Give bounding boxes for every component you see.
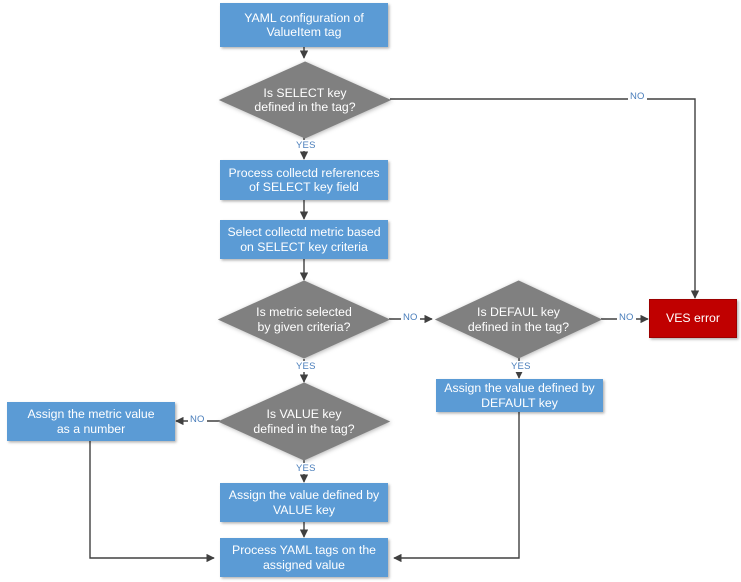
node-select-decision[interactable]: Is SELECT key defined in the tag? <box>218 61 392 139</box>
edge-assign-default-to-process-tags <box>393 411 520 563</box>
edge-select-no-to-ves <box>390 98 700 299</box>
node-ves-error-label: VES error <box>666 311 720 326</box>
node-metric-decision[interactable]: Is metric selected by given criteria? <box>217 280 391 359</box>
node-process-refs[interactable]: Process collectd references of SELECT ke… <box>220 160 388 200</box>
node-select-decision-label: Is SELECT key defined in the tag? <box>254 85 356 115</box>
node-assign-number[interactable]: Assign the metric value as a number <box>7 402 175 441</box>
node-assign-value[interactable]: Assign the value defined by VALUE key <box>220 483 388 522</box>
node-defaul-decision-label: Is DEFAUL key defined in the tag? <box>467 305 570 334</box>
node-value-decision-label: Is VALUE key defined in the tag? <box>253 407 355 436</box>
node-value-decision[interactable]: Is VALUE key defined in the tag? <box>217 382 391 461</box>
edge-label-value-yes: YES <box>294 463 318 474</box>
edge-label-defaul-yes: YES <box>509 361 533 372</box>
node-select-metric-label: Select collectd metric based on SELECT k… <box>227 225 381 254</box>
diamond-shape <box>218 61 392 139</box>
node-defaul-decision[interactable]: Is DEFAUL key defined in the tag? <box>434 280 603 359</box>
node-start-label: YAML configuration of ValueItem tag <box>244 10 364 40</box>
node-start[interactable]: YAML configuration of ValueItem tag <box>220 3 388 47</box>
edge-label-metric-no: NO <box>401 312 420 323</box>
node-select-metric[interactable]: Select collectd metric based on SELECT k… <box>220 220 388 259</box>
node-process-refs-label: Process collectd references of SELECT ke… <box>228 165 380 195</box>
node-process-tags[interactable]: Process YAML tags on the assigned value <box>220 538 388 577</box>
edge-label-select-no: NO <box>628 91 647 102</box>
node-process-tags-label: Process YAML tags on the assigned value <box>232 543 376 572</box>
node-assign-default[interactable]: Assign the value defined by DEFAULT key <box>436 379 603 412</box>
edge-label-defaul-no: NO <box>617 312 636 323</box>
node-assign-number-label: Assign the metric value as a number <box>27 407 155 436</box>
edge-label-value-no: NO <box>188 414 207 425</box>
edge-label-metric-yes: YES <box>294 361 318 372</box>
edge-label-select-yes: YES <box>294 140 318 151</box>
edge-assign-number-to-process-tags <box>89 441 215 563</box>
node-assign-default-label: Assign the value defined by DEFAULT key <box>444 381 595 410</box>
node-ves-error[interactable]: VES error <box>649 299 737 338</box>
node-metric-decision-label: Is metric selected by given criteria? <box>256 305 352 334</box>
diamond-shape <box>217 280 391 359</box>
node-assign-value-label: Assign the value defined by VALUE key <box>228 488 380 517</box>
